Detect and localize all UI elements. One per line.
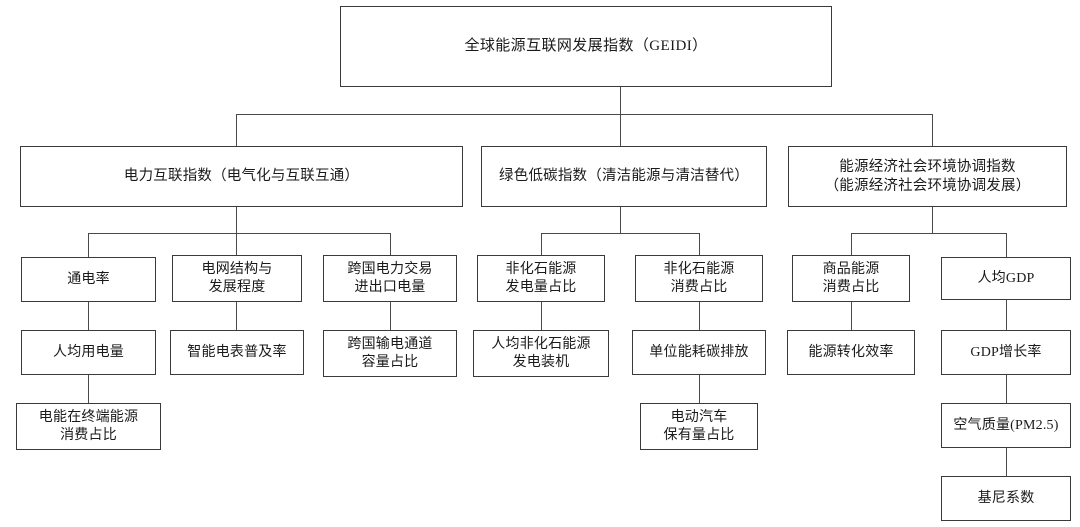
node-label: 非化石能源 消费占比 bbox=[663, 261, 735, 295]
connector-level2-bus bbox=[236, 114, 933, 116]
node-branch-energy-economy-society-environment[interactable]: 能源经济社会环境协调指数 （能源经济社会环境协调发展） bbox=[788, 146, 1067, 207]
node-label: 跨国电力交易 进出口电量 bbox=[347, 261, 433, 295]
node-label: GDP增长率 bbox=[970, 344, 1042, 360]
connector-chain-c1-1-2 bbox=[88, 302, 90, 330]
node-label: 通电率 bbox=[67, 271, 110, 287]
node-label: 空气质量(PM2.5) bbox=[953, 417, 1059, 433]
connector-branch-2-col-1 bbox=[541, 233, 543, 257]
connector-branch-2-col-2 bbox=[699, 233, 701, 257]
node-air-quality-pm25[interactable]: 空气质量(PM2.5) bbox=[941, 403, 1071, 448]
connector-bus-to-branch-2 bbox=[620, 114, 622, 146]
node-label: 单位能耗碳排放 bbox=[649, 344, 749, 360]
node-branch-2-label: 绿色低碳指数（清洁能源与清洁替代） bbox=[499, 168, 749, 185]
node-cross-border-transmission-capacity[interactable]: 跨国输电通道 容量占比 bbox=[323, 330, 457, 377]
node-non-fossil-generation-share[interactable]: 非化石能源 发电量占比 bbox=[477, 255, 605, 302]
connector-branch-1-down bbox=[236, 207, 238, 233]
node-carbon-emission-per-energy-unit[interactable]: 单位能耗碳排放 bbox=[632, 330, 766, 375]
node-gdp-growth-rate[interactable]: GDP增长率 bbox=[941, 330, 1071, 375]
connector-chain-c7-2-3 bbox=[1006, 375, 1008, 403]
connector-chain-c7-3-4 bbox=[1006, 448, 1008, 476]
node-electricity-per-capita[interactable]: 人均用电量 bbox=[21, 330, 156, 375]
connector-chain-c6-1-2 bbox=[851, 302, 853, 330]
node-label: 非化石能源 发电量占比 bbox=[505, 261, 577, 295]
connector-chain-c5-2-3 bbox=[699, 375, 701, 403]
node-label: 能源转化效率 bbox=[808, 344, 894, 360]
connector-branch-2-bus bbox=[541, 233, 700, 235]
node-label: 人均GDP bbox=[977, 270, 1035, 286]
connector-branch-3-down bbox=[932, 207, 934, 233]
node-grid-structure-development[interactable]: 电网结构与 发展程度 bbox=[172, 255, 302, 302]
node-label: 智能电表普及率 bbox=[187, 344, 287, 360]
connector-chain-c3-1-2 bbox=[390, 302, 392, 330]
connector-chain-c5-1-2 bbox=[699, 302, 701, 330]
connector-branch-3-col-1 bbox=[851, 233, 853, 257]
node-gini-coefficient[interactable]: 基尼系数 bbox=[941, 476, 1071, 521]
connector-branch-2-down bbox=[620, 207, 622, 233]
node-gdp-per-capita[interactable]: 人均GDP bbox=[941, 257, 1071, 300]
node-non-fossil-consumption-share[interactable]: 非化石能源 消费占比 bbox=[635, 255, 763, 302]
node-non-fossil-capacity-per-capita[interactable]: 人均非化石能源 发电装机 bbox=[473, 330, 609, 377]
connector-bus-to-branch-1 bbox=[236, 114, 238, 146]
node-smart-meter-penetration[interactable]: 智能电表普及率 bbox=[170, 330, 304, 375]
connector-branch-1-col-3 bbox=[390, 233, 392, 257]
connector-branch-3-col-2 bbox=[1006, 233, 1008, 257]
connector-bus-to-branch-3 bbox=[932, 114, 934, 146]
node-label: 基尼系数 bbox=[977, 490, 1035, 506]
node-energy-conversion-efficiency[interactable]: 能源转化效率 bbox=[787, 330, 915, 375]
connector-chain-c7-1-2 bbox=[1006, 300, 1008, 330]
node-root-label: 全球能源互联网发展指数（GEIDI） bbox=[464, 37, 708, 54]
node-label: 电动汽车 保有量占比 bbox=[663, 409, 735, 443]
connector-chain-c4-1-2 bbox=[541, 302, 543, 330]
connector-chain-c1-2-3 bbox=[88, 375, 90, 403]
node-branch-power-interconnection[interactable]: 电力互联指数（电气化与互联互通） bbox=[20, 146, 463, 207]
connector-chain-c2-1-2 bbox=[236, 302, 238, 330]
connector-branch-1-bus bbox=[88, 233, 391, 235]
node-electrification-rate[interactable]: 通电率 bbox=[21, 257, 156, 302]
node-branch-3-label: 能源经济社会环境协调指数 （能源经济社会环境协调发展） bbox=[824, 158, 1031, 194]
node-label: 商品能源 消费占比 bbox=[822, 261, 880, 295]
node-label: 跨国输电通道 容量占比 bbox=[347, 336, 433, 370]
node-branch-green-low-carbon[interactable]: 绿色低碳指数（清洁能源与清洁替代） bbox=[481, 146, 767, 207]
node-root-geidi[interactable]: 全球能源互联网发展指数（GEIDI） bbox=[340, 6, 832, 87]
node-electric-vehicle-ownership-share[interactable]: 电动汽车 保有量占比 bbox=[640, 403, 758, 450]
node-label: 人均用电量 bbox=[53, 344, 124, 360]
connector-branch-3-bus bbox=[851, 233, 1007, 235]
node-label: 电网结构与 发展程度 bbox=[201, 261, 273, 295]
connector-branch-1-col-1 bbox=[88, 233, 90, 257]
node-label: 电能在终端能源 消费占比 bbox=[38, 409, 139, 443]
node-branch-1-label: 电力互联指数（电气化与互联互通） bbox=[123, 168, 360, 185]
node-label: 人均非化石能源 发电装机 bbox=[491, 336, 591, 370]
node-electricity-share-final-energy[interactable]: 电能在终端能源 消费占比 bbox=[16, 403, 161, 450]
node-cross-border-power-trade[interactable]: 跨国电力交易 进出口电量 bbox=[323, 255, 457, 302]
node-commercial-energy-consumption-share[interactable]: 商品能源 消费占比 bbox=[792, 255, 910, 302]
connector-root-down bbox=[620, 87, 622, 114]
connector-branch-1-col-2 bbox=[236, 233, 238, 257]
